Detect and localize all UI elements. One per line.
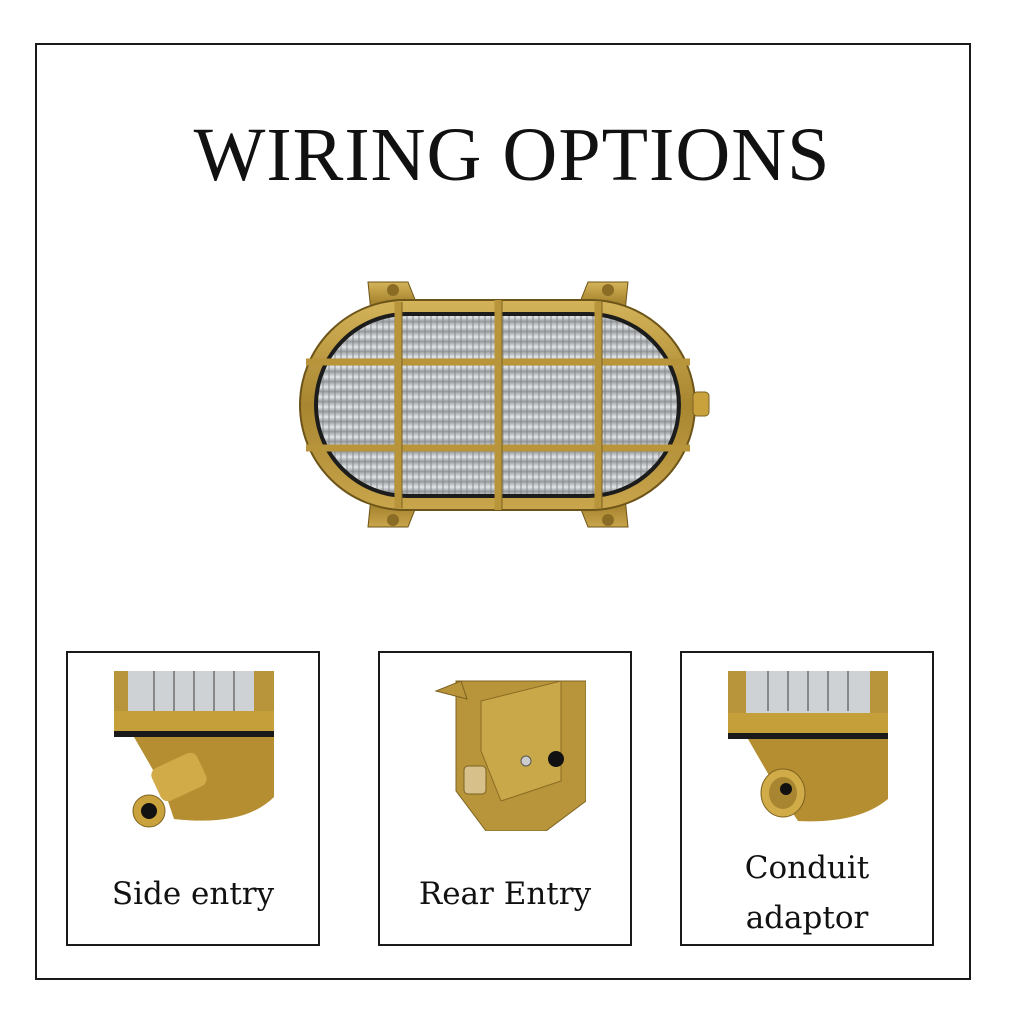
outer-frame bbox=[35, 43, 971, 980]
conduit-adaptor-icon bbox=[728, 671, 888, 822]
rear-entry-base-icon bbox=[434, 680, 586, 831]
bulkhead-lamp-icon bbox=[299, 281, 710, 528]
option-rear-entry: Rear Entry bbox=[378, 651, 632, 946]
option-conduit-adaptor: Conduit adaptor bbox=[680, 651, 934, 946]
option-label: Conduit adaptor bbox=[682, 843, 932, 943]
cable-gland-icon bbox=[114, 671, 274, 828]
option-label-line1: Conduit bbox=[744, 850, 870, 886]
option-label-line2: adaptor bbox=[745, 900, 869, 936]
option-side-entry: Side entry bbox=[66, 651, 320, 946]
option-label: Rear Entry bbox=[418, 876, 592, 912]
page-title: WIRING OPTIONS bbox=[193, 113, 831, 197]
option-label: Side entry bbox=[111, 876, 275, 912]
